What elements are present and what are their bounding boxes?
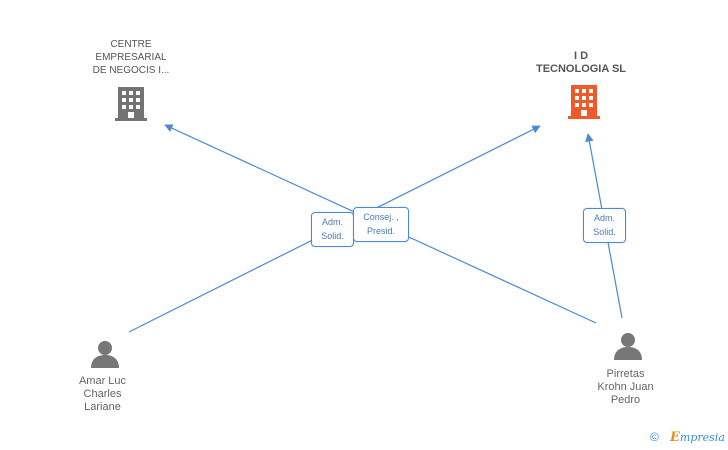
person-icon[interactable] [91, 341, 119, 368]
edge-label-consej-presid: Consej. , Presid. [353, 207, 409, 242]
empresia-logo-initial: E [670, 430, 680, 445]
copyright-symbol: © [650, 430, 659, 444]
building-icon[interactable] [115, 87, 147, 121]
empresia-logo-text: mpresia [679, 431, 725, 444]
company-label-centre-empresarial[interactable]: CENTRE EMPRESARIAL DE NEGOCIS I... [92, 39, 170, 76]
person-label-pirretas-krohn[interactable]: Pirretas Krohn Juan Pedro [597, 368, 654, 406]
building-icon[interactable] [568, 85, 600, 119]
person-label-amar-luc[interactable]: Amar Luc Charles Lariane [78, 375, 127, 413]
edge-label-adm-solid: Adm. Solid. [583, 208, 626, 243]
company-label-id-tecnologia[interactable]: I D TECNOLOGIA SL [535, 50, 627, 75]
edge-label-adm-solid: Adm. Solid. [311, 212, 354, 247]
person-icon[interactable] [614, 333, 642, 360]
empresia-logo[interactable]: Empresia [670, 430, 725, 445]
